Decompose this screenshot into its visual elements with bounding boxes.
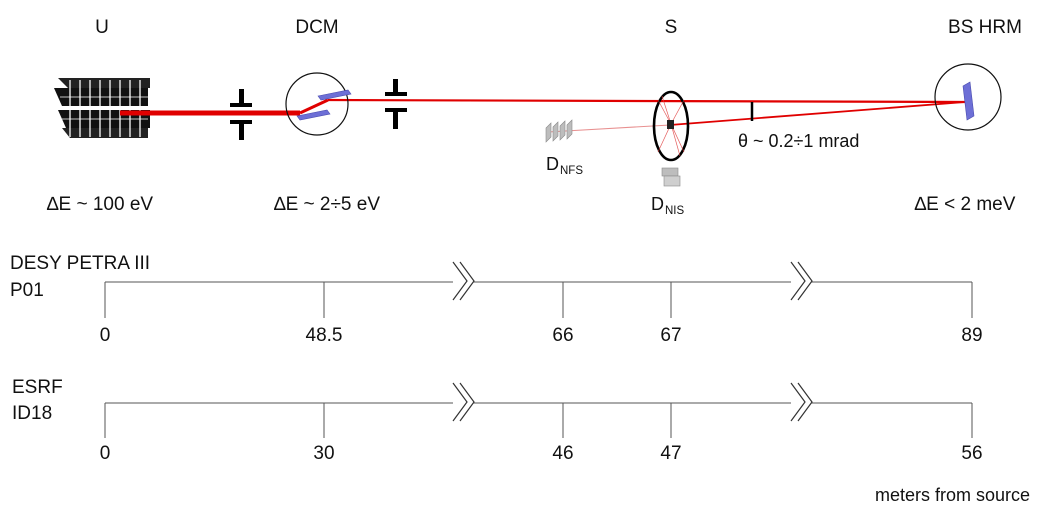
nfs-detector-icon [545, 119, 573, 143]
tick-label: 0 [100, 325, 111, 346]
tick-label: 46 [552, 443, 573, 464]
axis-break-icon [452, 261, 475, 301]
undulator-label: U [95, 17, 109, 38]
sample-icon [652, 90, 690, 162]
hrm-icon [934, 63, 1002, 131]
timeline-beamline: ID18 [12, 403, 52, 424]
tick-label: 0 [100, 443, 111, 464]
timeline-esrf: ESRF ID18 0 30 46 47 56 [12, 377, 983, 464]
undulator-icon [54, 78, 150, 138]
timeline-facility: ESRF [12, 377, 63, 398]
timeline-facility: DESY PETRA III [10, 253, 150, 274]
sample-label: S [665, 17, 678, 38]
angle-label: θ ~ 0.2÷1 mrad [738, 131, 859, 151]
nis-detector-icon [661, 167, 681, 187]
tick-label: 89 [961, 325, 982, 346]
svg-text:D: D [651, 194, 664, 214]
timeline-petra: DESY PETRA III P01 0 48.5 66 67 89 [10, 253, 983, 346]
tick-label: 56 [961, 443, 982, 464]
axis-unit-label: meters from source [875, 485, 1030, 505]
slit-1-icon [230, 89, 252, 140]
dcm-icon [285, 72, 352, 136]
tick-label: 48.5 [306, 325, 343, 346]
nfs-detector-label: D NFS [546, 154, 583, 177]
dcm-label: DCM [295, 17, 338, 38]
axis-break-icon [790, 382, 813, 422]
tick-label: 47 [660, 443, 681, 464]
timeline-beamline: P01 [10, 280, 44, 301]
svg-text:D: D [546, 154, 559, 174]
svg-text:NFS: NFS [560, 165, 583, 177]
svg-text:NIS: NIS [665, 205, 685, 217]
tick-label: 67 [660, 325, 681, 346]
dcm-bandwidth: ∆E ~ 2÷5 eV [274, 194, 380, 215]
nis-detector-label: D NIS [651, 194, 685, 217]
hrm-label: BS HRM [948, 17, 1022, 38]
tick-label: 30 [313, 443, 334, 464]
tick-label: 66 [552, 325, 573, 346]
slit-2-icon [385, 79, 407, 129]
hrm-bandwidth: ∆E < 2 meV [915, 194, 1016, 215]
axis-break-icon [452, 382, 475, 422]
axis-break-icon [790, 261, 813, 301]
undulator-bandwidth: ∆E ~ 100 eV [47, 194, 153, 215]
